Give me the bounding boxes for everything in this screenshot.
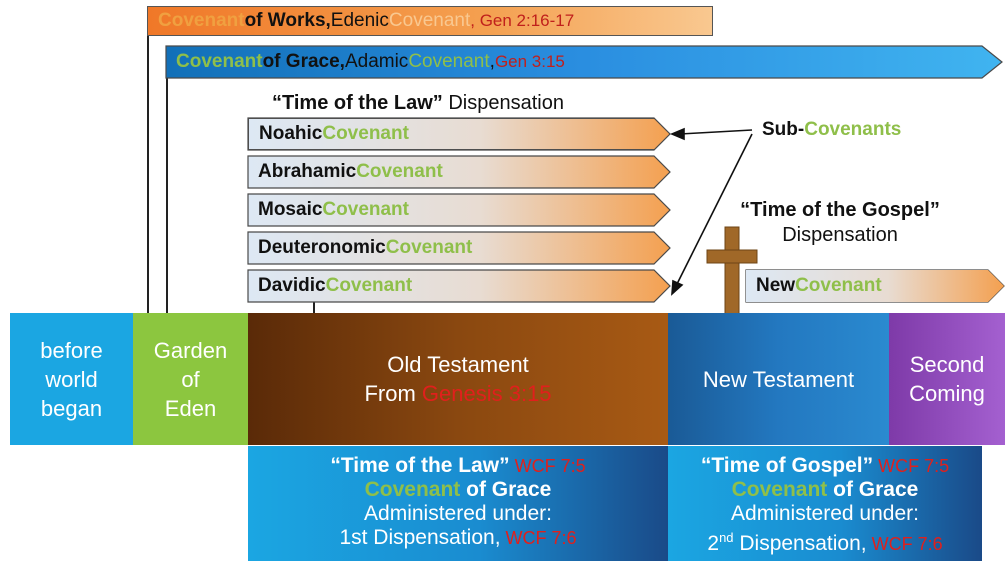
administered-label: Administered under: [364, 502, 552, 525]
covenant-word: Covenant [731, 478, 828, 501]
second-coming-block: Second Coming [889, 313, 1005, 445]
deuteronomic-covenant-arrow: Deuteronomic Covenant [248, 232, 670, 264]
from-label: From [364, 381, 422, 406]
new-testament-label: New Testament [702, 366, 855, 392]
time-of-gospel-administration-block: “Time of Gospel” WCF 7:5 Covenant of Gra… [668, 446, 982, 561]
covenant-word: Covenant [388, 10, 471, 31]
sub-covenant-spine [313, 296, 315, 316]
law-dispensation-quoted: “Time of the Law” [272, 92, 443, 114]
period-line: Eden [164, 395, 217, 421]
gospel-dispensation-quoted: “Time of the Gospel” [740, 199, 940, 221]
covenant-name: Davidic [258, 275, 326, 296]
arrow-outline [247, 269, 671, 303]
grace-label: of Grace [460, 478, 552, 501]
covenant-word: Covenant [795, 275, 882, 296]
wcf-reference: WCF 7:5 [873, 456, 950, 476]
mosaic-covenant-arrow: Mosaic Covenant [248, 194, 670, 226]
ordinal-suffix: nd [719, 530, 734, 545]
covenant-word: Covenant [176, 51, 263, 72]
works-connector-line [147, 20, 149, 316]
period-line: before [40, 337, 103, 363]
adamic-label: Adamic [344, 51, 409, 72]
dispensation-label: 1st Dispensation, [339, 526, 501, 549]
law-quoted: “Time of the Law” [330, 454, 510, 477]
dispensation-label: Dispensation, [733, 532, 867, 555]
law-dispensation-rest: Dispensation [442, 92, 564, 114]
wcf-reference: WCF 7:6 [500, 528, 577, 548]
covenant-word: Covenant [385, 237, 473, 258]
gen-reference: Gen 3:15 [494, 52, 565, 71]
sub-prefix: Sub- [762, 119, 805, 140]
period-line: Second [909, 352, 985, 377]
arrow-outline [247, 117, 671, 151]
covenant-name: Deuteronomic [258, 237, 386, 258]
new-covenant-arrow: New Covenant [746, 270, 1004, 302]
covenant-of-grace-arrow: Covenant of Grace, Adamic Covenant , Gen… [166, 46, 1002, 78]
works-label: of Works, [244, 10, 331, 31]
gen-reference: , Gen 2:16-17 [470, 11, 575, 30]
ref-separator: , [489, 51, 495, 72]
covenant-name: Abrahamic [258, 161, 357, 182]
grace-label: of Grace [827, 478, 919, 501]
wcf-reference: WCF 7:5 [509, 456, 586, 476]
pointer-arrowhead [671, 279, 684, 296]
covenant-name: Mosaic [258, 199, 323, 220]
pointer-line-noahic [679, 129, 753, 135]
arrow-outline [247, 193, 671, 227]
sub-covenants-label: Sub-Covenants [762, 119, 901, 141]
gospel-dispensation-rest: Dispensation [782, 224, 898, 246]
pointer-arrowhead [669, 127, 685, 141]
covenants-word: Covenants [804, 119, 902, 140]
period-line: Garden [153, 337, 228, 363]
covenant-word: Covenant [325, 275, 413, 296]
garden-of-eden-block: Garden of Eden [133, 313, 248, 445]
covenant-word: Covenant [356, 161, 443, 182]
covenant-name: New [756, 275, 796, 296]
old-testament-block: Old Testament From Genesis 3:15 [248, 313, 668, 445]
new-testament-block: New Testament [668, 313, 889, 445]
pointer-line-davidic [675, 133, 753, 287]
abrahamic-covenant-arrow: Abrahamic Covenant [248, 156, 670, 188]
period-line: of [181, 366, 200, 392]
wcf-reference: WCF 7:6 [866, 534, 943, 554]
period-line: world [45, 366, 98, 392]
arrow-outline [165, 45, 1003, 79]
administered-label: Administered under: [731, 502, 919, 525]
covenant-word: Covenant [364, 478, 461, 501]
covenant-word: Covenant [322, 123, 409, 144]
genesis-reference: Genesis 3:15 [421, 381, 552, 406]
old-testament-label: Old Testament [387, 352, 529, 377]
edenic-label: Edenic [330, 10, 389, 31]
gospel-quoted: “Time of Gospel” [700, 454, 874, 477]
davidic-covenant-arrow: Davidic Covenant [248, 270, 670, 302]
covenant-word: Covenant [408, 51, 490, 72]
covenant-word: Covenant [158, 10, 245, 31]
cross-icon [706, 226, 758, 316]
arrow-outline [247, 155, 671, 189]
arrow-outline [247, 231, 671, 265]
covenant-word: Covenant [322, 199, 409, 220]
law-dispensation-heading: “Time of the Law” Dispensation [272, 92, 564, 115]
before-world-began-block: before world began [10, 313, 133, 445]
gospel-dispensation-heading: “Time of the Gospel” Dispensation [725, 198, 955, 248]
period-line: Coming [909, 381, 985, 406]
covenant-name: Noahic [259, 123, 323, 144]
covenant-of-works-bar: Covenant of Works, Edenic Covenant, Gen … [147, 6, 713, 36]
grace-connector-line [166, 62, 168, 316]
period-line: began [40, 395, 103, 421]
grace-label: of Grace, [262, 51, 345, 72]
time-of-law-administration-block: “Time of the Law” WCF 7:5 Covenant of Gr… [248, 446, 668, 561]
ordinal-number: 2 [707, 532, 720, 555]
